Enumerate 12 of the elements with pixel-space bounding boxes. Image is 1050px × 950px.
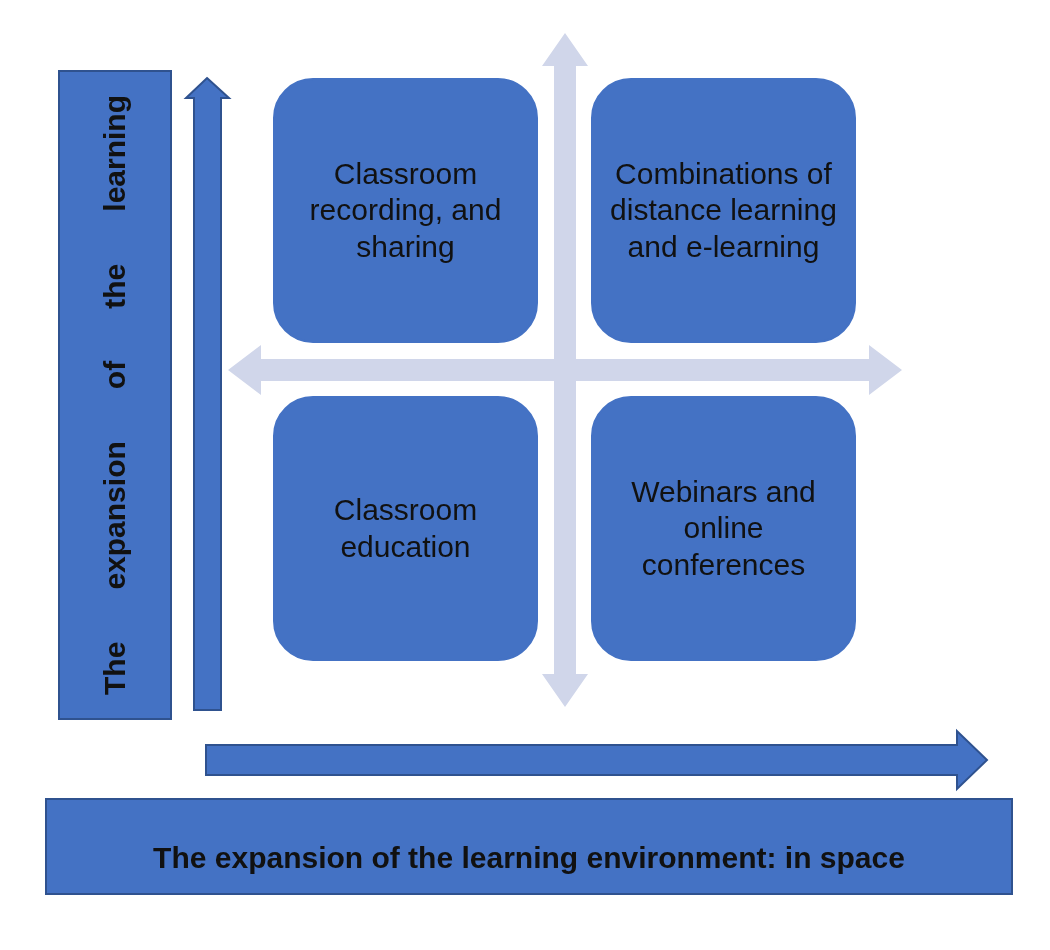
axis-title: The expansion of the learning — [98, 95, 132, 695]
rounded-box — [273, 396, 538, 661]
box-text: Classroom education — [332, 491, 479, 565]
axis-title: The expansion of the learning environment: in space — [153, 839, 905, 875]
label-bar — [58, 70, 172, 720]
box-text: Combinations of distance learning and e-learning — [609, 155, 838, 265]
rounded-box — [591, 78, 856, 343]
box-text: Webinars and online conferences — [630, 473, 817, 583]
box-text: Classroom recording, and sharing — [308, 155, 503, 265]
rounded-box — [273, 78, 538, 343]
rounded-box — [591, 396, 856, 661]
label-bar — [45, 798, 1013, 895]
